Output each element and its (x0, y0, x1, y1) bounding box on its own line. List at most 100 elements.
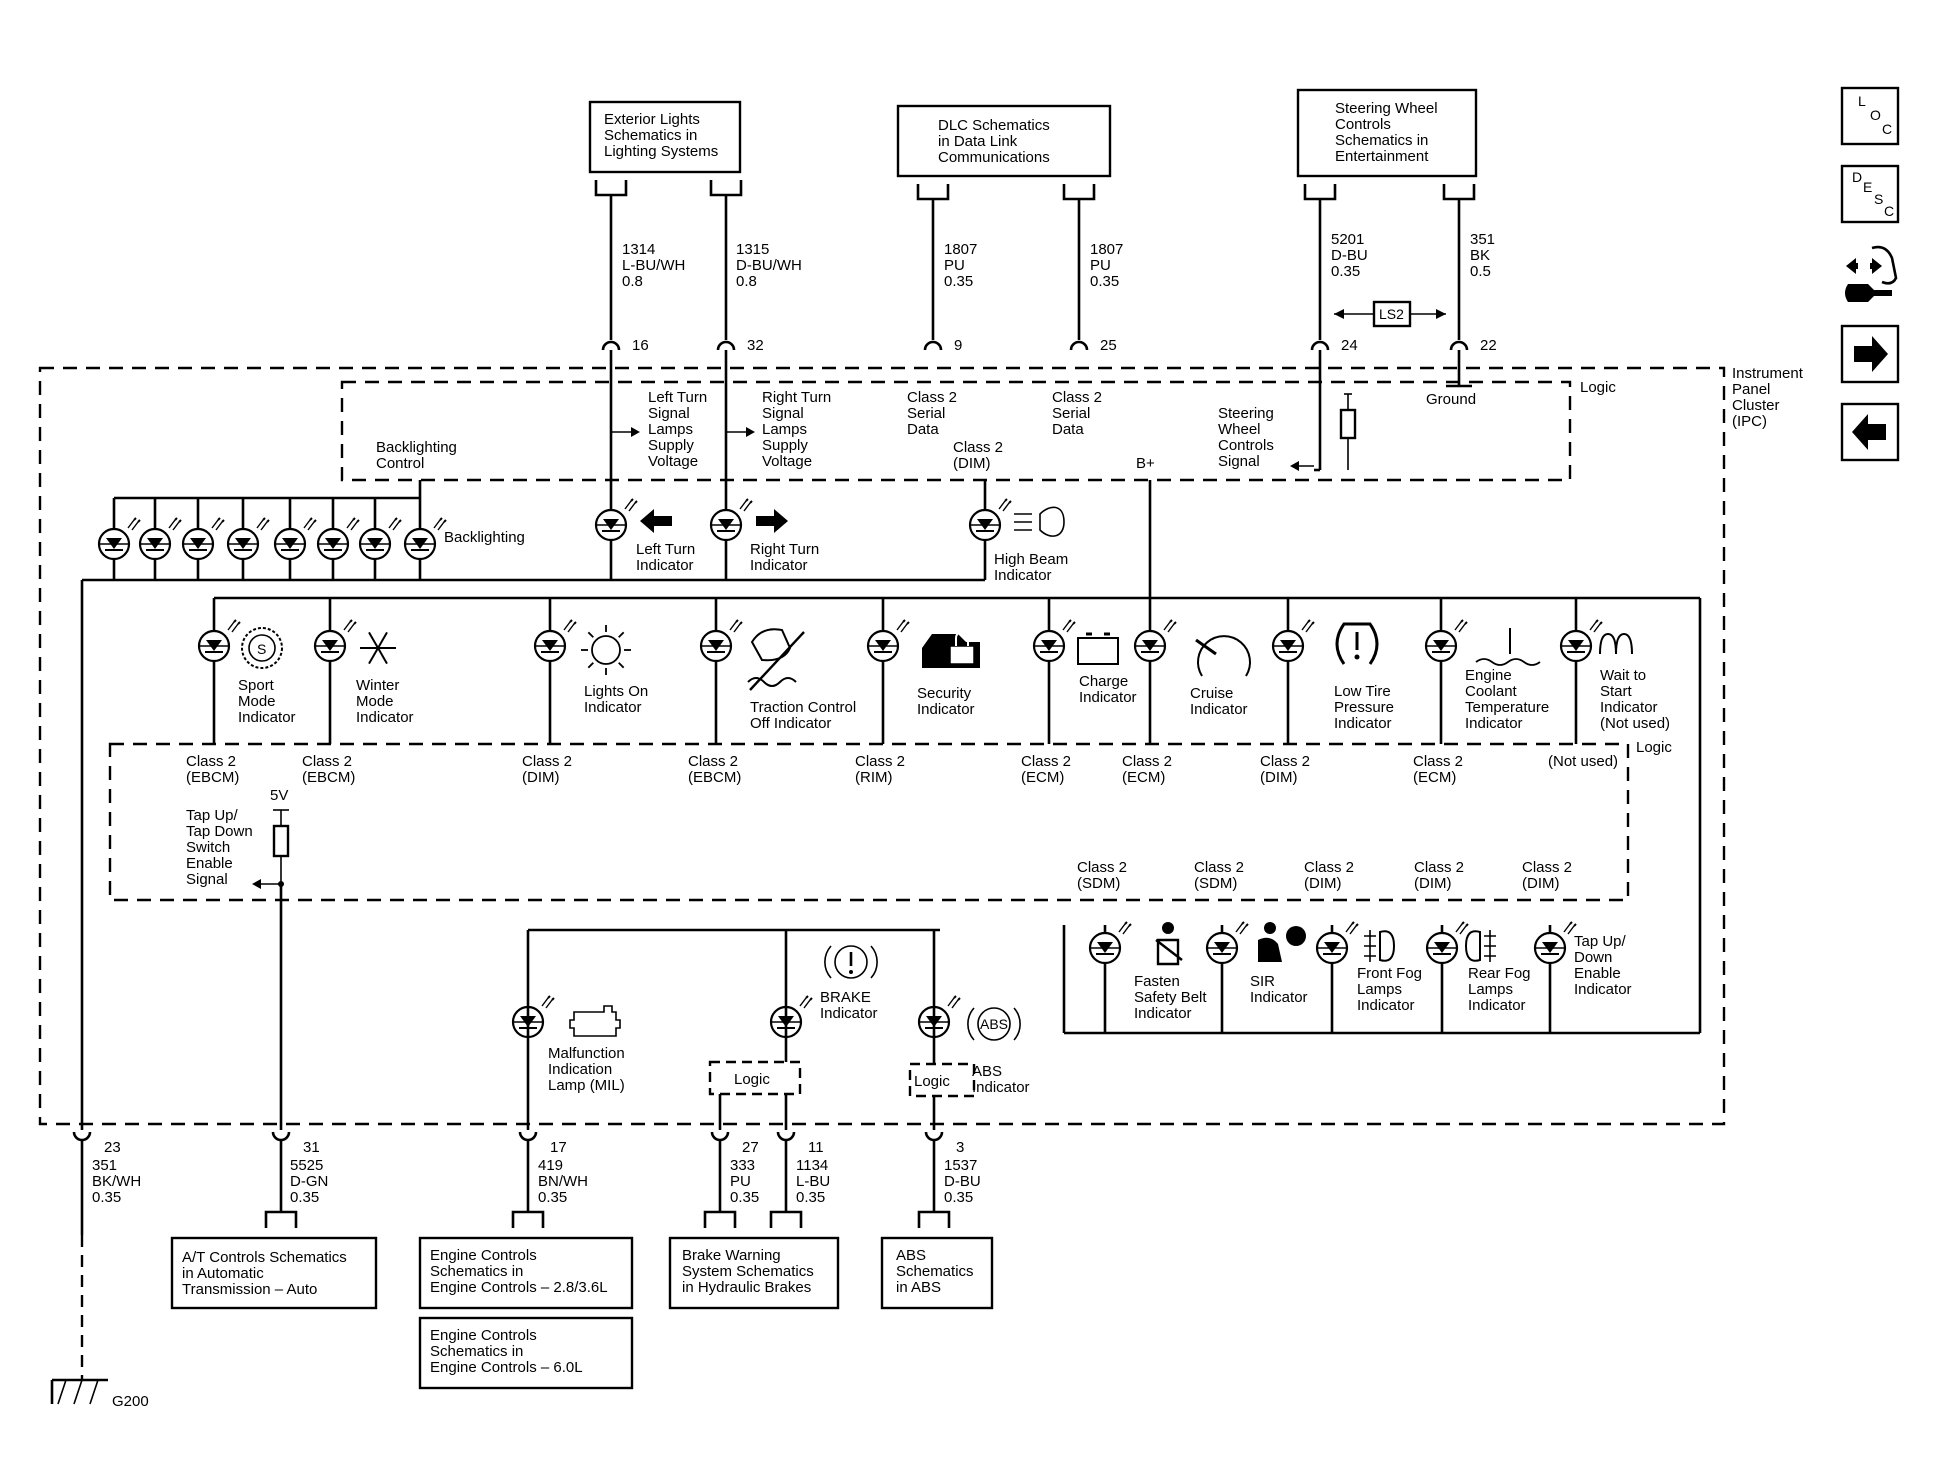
row-source-10: (Not used) (1548, 753, 1618, 770)
svg-text:Engine Controls – 2.8/3.6L: Engine Controls – 2.8/3.6L (430, 1279, 608, 1296)
backlight-led-2 (138, 517, 182, 561)
svg-text:Signal: Signal (648, 405, 690, 422)
svg-text:(ECM): (ECM) (1021, 769, 1064, 786)
ref-box-dlc[interactable]: DLC Schematics in Data Link Communicatio… (896, 104, 1112, 178)
svg-text:Exterior Lights: Exterior Lights (604, 111, 700, 128)
backlight-led-8 (403, 517, 447, 561)
ref-box-engine-controls-2[interactable]: Engine Controls Schematics in Engine Con… (418, 1316, 634, 1390)
connector-tool-button[interactable] (1842, 238, 1898, 304)
svg-text:in Automatic: in Automatic (182, 1265, 264, 1282)
svg-text:ABS: ABS (980, 1016, 1008, 1032)
snowflake-icon (360, 631, 396, 665)
row-indicator-led-10 (1559, 619, 1603, 663)
svg-text:1807: 1807 (1090, 241, 1123, 258)
row-indicator-led-1 (197, 619, 241, 663)
forward-button[interactable] (1840, 324, 1900, 384)
svg-text:in ABS: in ABS (896, 1279, 941, 1296)
svg-text:ABS: ABS (972, 1063, 1002, 1080)
svg-text:11: 11 (808, 1139, 824, 1156)
svg-text:Class 2: Class 2 (1021, 753, 1071, 770)
brake-indicator-label: BRAKE Indicator (820, 945, 878, 1022)
svg-text:Tap Down: Tap Down (186, 823, 253, 840)
bottom-connector-brackets (264, 1210, 951, 1228)
svg-text:Schematics in: Schematics in (604, 127, 697, 144)
svg-text:Indicator: Indicator (917, 701, 975, 718)
svg-text:Security: Security (917, 685, 972, 702)
ipc-module-outline (38, 366, 1726, 1126)
svg-text:O: O (1870, 107, 1881, 123)
svg-text:Indicator: Indicator (994, 567, 1052, 584)
ref-box-abs[interactable]: ABS Schematics in ABS (880, 1236, 994, 1310)
rear-fog-icon (1464, 930, 1496, 962)
svg-text:E: E (1863, 179, 1872, 195)
svg-text:5201: 5201 (1331, 231, 1364, 248)
svg-text:Lamps: Lamps (1357, 981, 1402, 998)
loc-button[interactable]: L O C (1840, 86, 1900, 146)
svg-text:SIR: SIR (1250, 973, 1275, 990)
svg-text:Class 2: Class 2 (1304, 859, 1354, 876)
front-fog-icon (1364, 930, 1396, 962)
svg-text:(EBCM): (EBCM) (302, 769, 355, 786)
svg-text:Safety Belt: Safety Belt (1134, 989, 1207, 1006)
svg-text:0.8: 0.8 (622, 273, 643, 290)
svg-text:Indicator: Indicator (356, 709, 414, 726)
svg-text:BN/WH: BN/WH (538, 1173, 588, 1190)
back-button[interactable] (1840, 402, 1900, 462)
svg-text:0.5: 0.5 (1470, 263, 1491, 280)
ref-box-engine-controls-1[interactable]: Engine Controls Schematics in Engine Con… (418, 1236, 634, 1310)
backlight-leds (97, 498, 447, 580)
svg-text:G200: G200 (112, 1393, 149, 1410)
desc-button[interactable]: D E S C (1840, 164, 1900, 224)
backlight-led-7 (358, 517, 402, 561)
row-indicator-led-7 (1133, 619, 1177, 663)
wire-label-1314: 1314 L-BU/WH 0.8 (622, 241, 685, 290)
svg-text:D-GN: D-GN (290, 1173, 328, 1190)
backlight-led-5 (273, 517, 317, 561)
svg-text:16: 16 (632, 337, 649, 354)
right-turn-led (709, 498, 753, 542)
security-car-icon (922, 631, 980, 668)
logic-top-labels: Backlighting Control Left Turn Signal La… (376, 389, 1476, 472)
row-source-4: Class 2(EBCM) (688, 753, 741, 786)
svg-text:0.35: 0.35 (1331, 263, 1360, 280)
svg-text:419: 419 (538, 1157, 563, 1174)
svg-text:Voltage: Voltage (762, 453, 812, 470)
svg-text:Coolant: Coolant (1465, 683, 1518, 700)
ref-box-at-controls[interactable]: A/T Controls Schematics in Automatic Tra… (170, 1236, 378, 1310)
svg-text:Indicator: Indicator (1334, 715, 1392, 732)
glow-plug-icon (1599, 632, 1633, 655)
svg-text:Rear Fog: Rear Fog (1468, 965, 1531, 982)
svg-text:(DIM): (DIM) (1414, 875, 1452, 892)
svg-text:Mode: Mode (238, 693, 276, 710)
svg-text:Controls: Controls (1335, 116, 1391, 133)
svg-text:(SDM): (SDM) (1194, 875, 1237, 892)
svg-text:9: 9 (954, 337, 962, 354)
lower-indicator-leds (1088, 921, 1577, 1033)
svg-text:Communications: Communications (938, 149, 1050, 166)
svg-text:Logic: Logic (914, 1073, 950, 1090)
left-arrow-icon (640, 509, 672, 533)
ref-box-exterior-lights[interactable]: Exterior Lights Schematics in Lighting S… (588, 100, 742, 174)
svg-text:Class 2: Class 2 (907, 389, 957, 406)
svg-text:0.35: 0.35 (796, 1189, 825, 1206)
ref-box-brake-warning[interactable]: Brake Warning System Schematics in Hydra… (668, 1236, 840, 1310)
svg-text:(DIM): (DIM) (1304, 875, 1342, 892)
ref-box-steering-wheel[interactable]: Steering Wheel Controls Schematics in En… (1296, 88, 1478, 178)
svg-text:L: L (1858, 93, 1866, 109)
logic-block-top (340, 380, 1572, 482)
backlighting-label: Backlighting (444, 529, 525, 546)
svg-text:Pressure: Pressure (1334, 699, 1394, 716)
svg-text:Left Turn: Left Turn (636, 541, 695, 558)
svg-text:LS2: LS2 (1379, 306, 1404, 322)
svg-text:(RIM): (RIM) (855, 769, 893, 786)
tire-pressure-icon (1335, 622, 1379, 665)
svg-text:Indicator: Indicator (1574, 981, 1632, 998)
svg-text:(IPC): (IPC) (1732, 413, 1767, 430)
svg-text:Instrument: Instrument (1732, 365, 1804, 382)
svg-text:Indicator: Indicator (636, 557, 694, 574)
row-indicator-icons: S (241, 622, 1633, 691)
